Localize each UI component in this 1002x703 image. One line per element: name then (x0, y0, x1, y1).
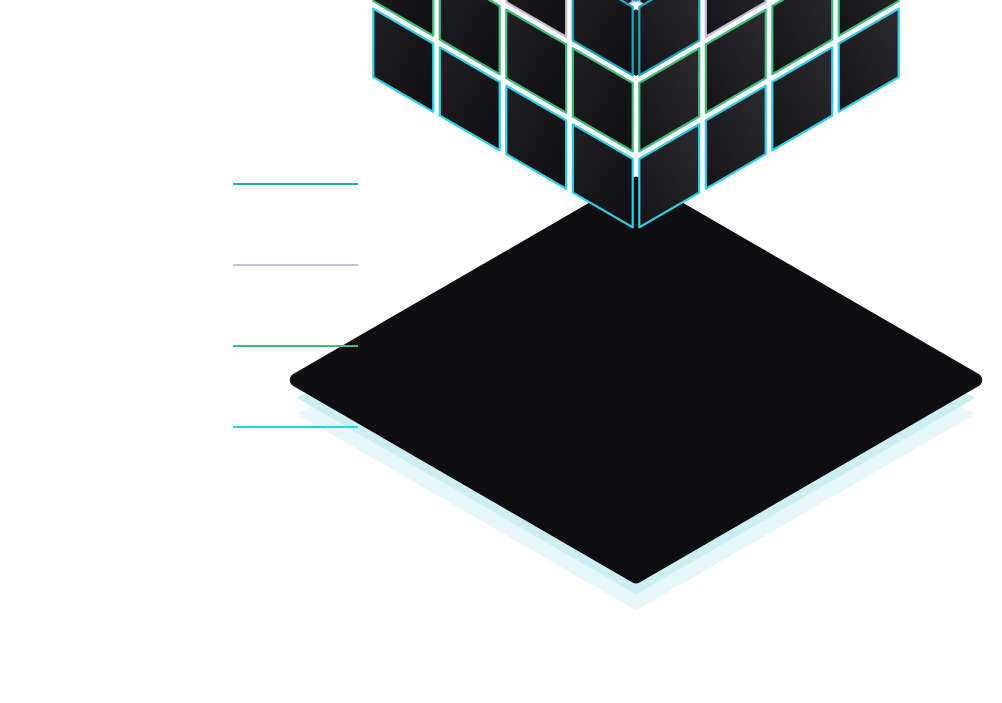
highlighted-cube (571, 0, 701, 77)
cube-face-left (438, 46, 501, 152)
cube-face-left (571, 123, 634, 229)
cube-l3-x2-y0 (771, 0, 834, 76)
cube-face-left (372, 0, 435, 37)
cube-l4-x2-y0 (771, 46, 834, 152)
cube-l3-x3-y0 (837, 0, 900, 37)
cube-face-right (638, 123, 701, 229)
cube-face-top (631, 0, 641, 3)
cube-l4-x1-y0 (704, 84, 767, 190)
cube-face-right (638, 0, 701, 77)
cube-l4-x0-y3 (372, 7, 435, 113)
cube-l4-x0-y2 (438, 46, 501, 152)
cube-face-left (372, 7, 435, 113)
cube-face-right (837, 7, 900, 113)
cube-l3-x0-y3 (372, 0, 435, 37)
layer-legend (233, 183, 358, 428)
cube-face-right (704, 8, 767, 114)
cube-l3-x0-y2 (438, 0, 501, 76)
cube-face-left (571, 47, 634, 153)
cube-l3-x1-y0 (704, 8, 767, 114)
cube-face-left (505, 84, 568, 190)
cube-face-left (505, 8, 568, 114)
cube-l4-x0-y1 (505, 84, 568, 190)
cube-face-right (837, 0, 900, 37)
cube-face-left (438, 0, 501, 76)
platform-top (289, 176, 983, 584)
cube-grid (372, 0, 900, 229)
base-platform (289, 176, 983, 611)
cube-face-left (571, 0, 634, 77)
cube-face-right (704, 84, 767, 190)
cube-l3-x0-y1 (505, 8, 568, 114)
cube-l4-x3-y0 (837, 7, 900, 113)
cube-face-right (771, 46, 834, 152)
cube-face-right (704, 0, 767, 38)
cube-face-right (638, 47, 701, 153)
cube-l4-x0-y0 (571, 123, 701, 229)
cube-face-left (505, 0, 568, 38)
cube-face-right (771, 0, 834, 76)
